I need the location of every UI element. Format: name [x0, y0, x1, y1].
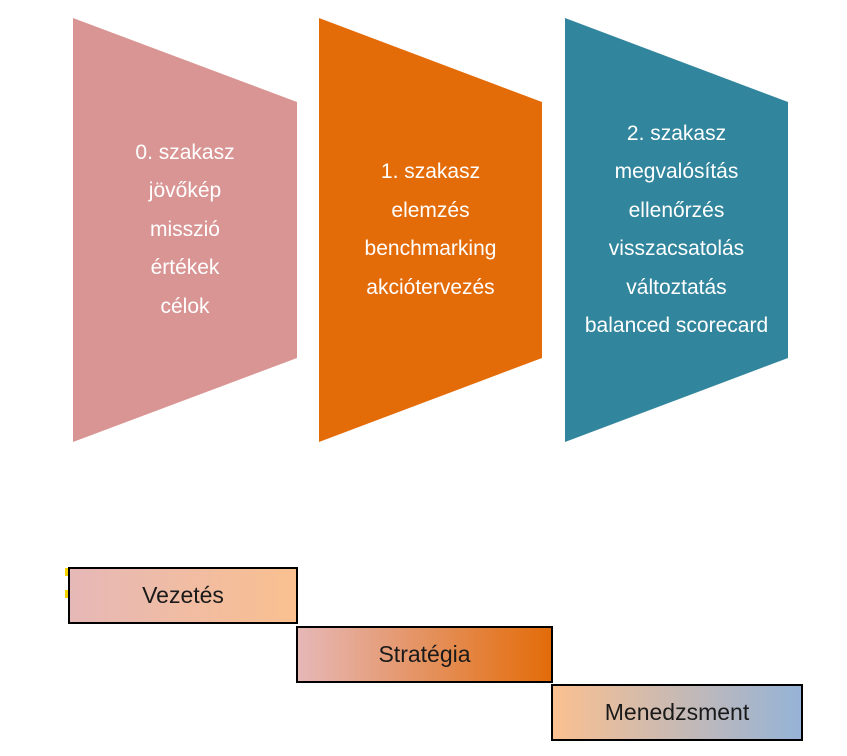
- stage-2-item-5: balanced scorecard: [584, 314, 769, 337]
- stage-1-text: 1. szakasz elemzés benchmarking akcióter…: [319, 18, 542, 442]
- stages-diagram: [73, 18, 788, 442]
- phase-bar-vezetes: Vezetés: [68, 567, 298, 624]
- stage-0-item-4: célok: [160, 294, 210, 318]
- stage-0-item-2: misszió: [149, 217, 220, 241]
- stage-0-heading: 0. szakasz: [135, 140, 235, 164]
- stage-1-heading: 1. szakasz: [380, 160, 481, 183]
- stage-2-item-1: megvalósítás: [614, 160, 739, 183]
- stage-1-shape: [319, 18, 542, 442]
- phase-label-menedzsment: Menedzsment: [604, 699, 750, 725]
- stage-2-shape: [565, 18, 788, 442]
- stage-2-item-4: változtatás: [626, 275, 727, 299]
- stage-0-shape: [73, 18, 297, 442]
- stage-1-item-3: akciótervezés: [366, 275, 495, 299]
- stage-1-item-2: benchmarking: [364, 237, 497, 260]
- selection-marker: [65, 568, 69, 576]
- stage-2-text: 2. szakasz megvalósítás ellenőrzés vissz…: [565, 18, 788, 442]
- stage-2-item-3: visszacsatolás: [608, 237, 745, 260]
- phase-bar-strategia: Stratégia: [296, 626, 553, 683]
- phase-label-strategia: Stratégia: [378, 641, 471, 667]
- phase-bar-menedzsment: Menedzsment: [551, 684, 803, 741]
- stage-0-item-1: jövőkép: [148, 179, 222, 203]
- stage-0-text: 0. szakasz jövőkép misszió értékek célok: [73, 18, 297, 442]
- stage-2-heading: 2. szakasz: [626, 121, 727, 145]
- selection-marker: [65, 590, 69, 598]
- stage-0-item-3: értékek: [150, 256, 220, 280]
- phase-label-vezetes: Vezetés: [142, 582, 224, 608]
- stage-1-item-1: elemzés: [391, 198, 470, 222]
- stage-2-item-2: ellenőrzés: [628, 198, 725, 222]
